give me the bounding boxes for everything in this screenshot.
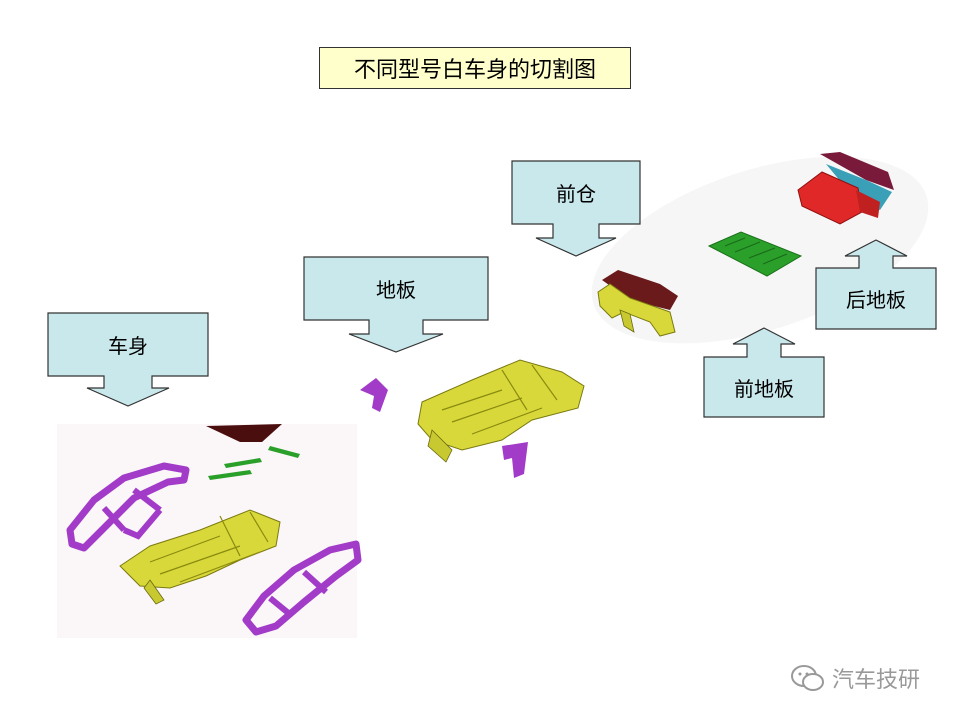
callout-rear-floor-label: 后地板 — [846, 288, 906, 312]
roof-bow-parts — [208, 446, 300, 480]
callout-arrow-up — [815, 239, 937, 330]
callout-body: 车身 — [47, 312, 209, 408]
roof-panel-part — [206, 424, 282, 442]
page-title: 不同型号白车身的切割图 — [319, 47, 631, 89]
callout-floor-label: 地板 — [376, 277, 416, 302]
callout-arrow-down — [47, 312, 209, 407]
callout-rear-floor: 后地板 — [815, 238, 937, 330]
callout-arrow-up — [703, 327, 825, 418]
left-side-frame-part — [66, 462, 190, 552]
rear-floor-part — [797, 152, 894, 225]
underbody-part — [119, 509, 281, 605]
watermark: 汽车技研 — [790, 660, 920, 696]
callout-body-label: 车身 — [108, 333, 148, 358]
callout-front-compartment-label: 前仓 — [556, 181, 596, 206]
front-compartment-part — [597, 270, 678, 337]
front-floor-part — [707, 231, 803, 277]
callout-front-compartment: 前仓 — [511, 160, 641, 260]
wechat-icon — [791, 665, 824, 691]
right-side-frame-part — [242, 540, 362, 636]
callout-arrow-down — [511, 160, 641, 257]
callout-floor: 地板 — [303, 256, 489, 356]
callout-arrow-down — [303, 256, 489, 353]
callout-front-floor-label: 前地板 — [734, 376, 794, 401]
callout-front-floor: 前地板 — [703, 326, 825, 418]
watermark-text: 汽车技研 — [832, 668, 921, 693]
floor-assembly-part — [360, 359, 585, 478]
